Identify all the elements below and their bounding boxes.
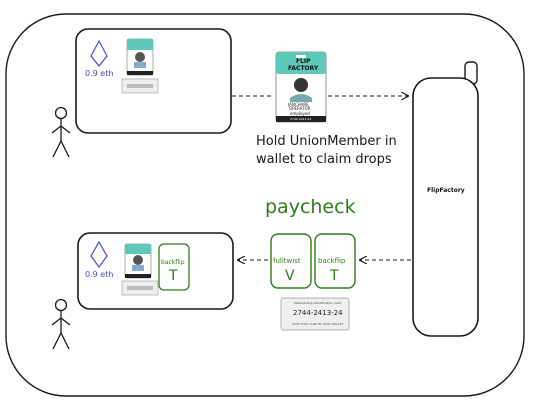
membership-card: [280, 297, 350, 331]
id-card-name: JANCHARE: [288, 102, 309, 107]
fulltwist-glyph: V: [285, 268, 295, 284]
fulltwist-label: fulltwist: [273, 257, 301, 265]
phone-label: FlipFactory: [427, 187, 465, 194]
hold-caption-line2: wallet to claim drops: [256, 152, 392, 167]
small-id-card: [126, 38, 154, 76]
backflip-drop-card: [158, 243, 190, 291]
bottom-backflip-label: backflip: [161, 259, 185, 266]
backflip-glyph: T: [330, 268, 339, 284]
bottom-wallet-box: [77, 232, 234, 310]
id-card-brand-line2: FACTORY: [288, 65, 319, 72]
membership-card-footer: SAVE THIS CARD IN YOUR WALLET: [292, 322, 344, 326]
id-card-brand-line1: FLIP: [296, 58, 311, 65]
fulltwist-drop-card: [270, 233, 312, 289]
backflip-label: backflip: [318, 257, 346, 265]
membership-card-number: 2744-2413-24: [293, 309, 343, 317]
id-card: [275, 51, 327, 123]
user-figure-icon: [51, 298, 71, 350]
small-id-card: [124, 243, 152, 279]
paycheck-title: paycheck: [265, 196, 356, 218]
eth-diamond-icon: [90, 39, 108, 67]
hold-caption-line1: Hold UnionMember in: [256, 134, 397, 149]
eth-diamond-icon: [90, 240, 108, 269]
user-figure-icon: [51, 106, 71, 158]
top-eth-amount: 0.9 eth: [85, 69, 114, 78]
backflip-drop-card: [314, 233, 356, 289]
small-membership-card: [121, 280, 159, 296]
id-card-number: 2744-2441-24: [290, 117, 312, 121]
id-card-status: employed: [290, 111, 310, 116]
outer-frame: [5, 13, 525, 397]
id-card-role: OPERATOR: [289, 106, 311, 111]
small-membership-card: [121, 78, 159, 94]
phone-device: [412, 61, 479, 337]
bottom-eth-amount: 0.9 eth: [85, 270, 114, 279]
membership-card-header: Membership Identification Card: [294, 301, 342, 305]
bottom-backflip-glyph: T: [169, 268, 178, 284]
